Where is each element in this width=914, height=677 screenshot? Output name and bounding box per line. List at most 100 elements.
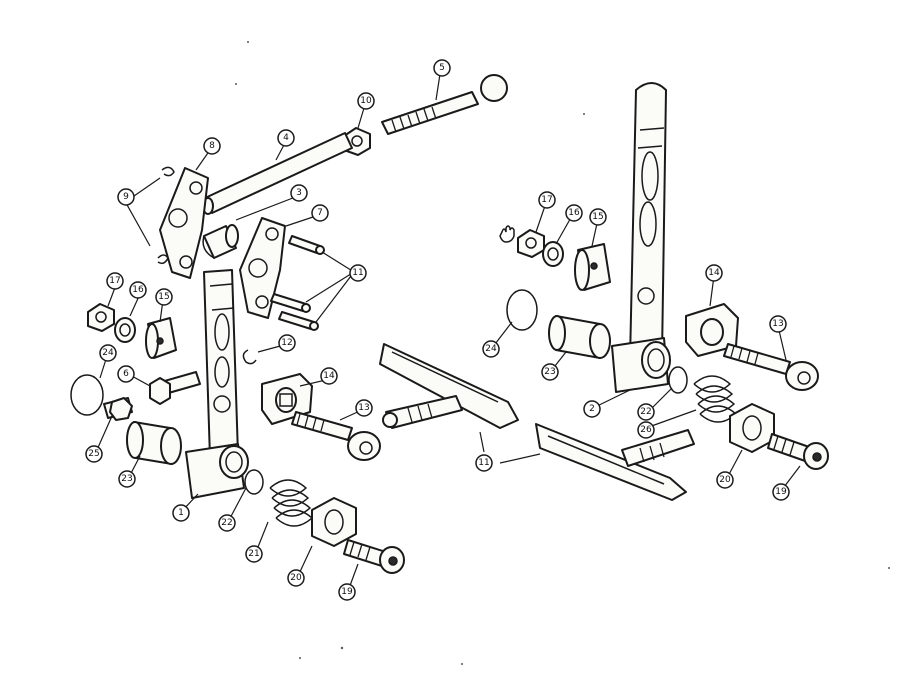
hand-cursor-icon xyxy=(499,225,515,243)
callout-17-right: 17 xyxy=(538,191,556,209)
callout-5: 5 xyxy=(433,59,451,77)
svg-text:6: 6 xyxy=(123,369,129,379)
svg-text:23: 23 xyxy=(544,367,555,377)
callout-3: 3 xyxy=(290,184,308,202)
callout-15-left: 15 xyxy=(155,288,173,306)
callout-14-right: 14 xyxy=(705,264,723,282)
socket-screw-19-left xyxy=(343,539,405,574)
svg-text:8: 8 xyxy=(209,141,215,151)
washer-16-left xyxy=(114,317,136,343)
callout-6: 6 xyxy=(117,365,135,383)
o-ring-24-left xyxy=(70,374,104,416)
callout-2: 2 xyxy=(583,400,601,418)
link-plate-7 xyxy=(239,217,286,319)
svg-text:17: 17 xyxy=(109,276,120,286)
callout-20-left: 20 xyxy=(287,569,305,587)
svg-text:22: 22 xyxy=(640,407,651,417)
svg-text:16: 16 xyxy=(568,208,580,218)
svg-text:11: 11 xyxy=(352,268,363,278)
svg-text:23: 23 xyxy=(121,474,132,484)
svg-text:16: 16 xyxy=(132,285,144,295)
eye-bolt-13-left xyxy=(291,411,381,461)
callout-13-right: 13 xyxy=(769,315,787,333)
svg-text:24: 24 xyxy=(102,348,114,358)
callout-22-left: 22 xyxy=(218,514,236,532)
arm-2 xyxy=(611,82,671,393)
svg-text:17: 17 xyxy=(541,195,552,205)
cam-14-right xyxy=(685,303,739,357)
arm-1 xyxy=(185,269,249,499)
svg-text:24: 24 xyxy=(485,344,497,354)
screw-25 xyxy=(103,397,133,421)
callout-24-right: 24 xyxy=(482,340,500,358)
callout-25: 25 xyxy=(85,445,103,463)
o-ring-24-right xyxy=(506,289,538,331)
svg-text:19: 19 xyxy=(775,487,787,497)
svg-text:11: 11 xyxy=(478,458,489,468)
callout-14-left: 14 xyxy=(320,367,338,385)
svg-text:25: 25 xyxy=(88,449,99,459)
svg-text:19: 19 xyxy=(341,587,353,597)
sleeve-23-left xyxy=(126,421,182,465)
callout-23-left: 23 xyxy=(118,470,136,488)
svg-text:22: 22 xyxy=(221,518,232,528)
block-15-right xyxy=(574,243,611,291)
nut-20-right xyxy=(729,403,775,453)
svg-text:20: 20 xyxy=(290,573,302,583)
callout-24-left: 24 xyxy=(99,344,117,362)
svg-text:15: 15 xyxy=(592,212,603,222)
svg-text:1: 1 xyxy=(178,508,184,518)
nut-17-right xyxy=(517,229,545,258)
nut-17-left xyxy=(87,303,115,332)
callout-1: 1 xyxy=(172,504,190,522)
callout-7: 7 xyxy=(311,204,329,222)
callout-21: 21 xyxy=(245,545,263,563)
svg-text:15: 15 xyxy=(158,292,169,302)
callout-13-left: 13 xyxy=(355,399,373,417)
callout-26: 26 xyxy=(637,421,655,439)
callout-11-left: 11 xyxy=(349,264,367,282)
callout-8: 8 xyxy=(203,137,221,155)
svg-text:20: 20 xyxy=(719,475,731,485)
svg-text:10: 10 xyxy=(360,96,372,106)
svg-text:2: 2 xyxy=(589,404,595,414)
svg-text:9: 9 xyxy=(123,192,129,202)
svg-text:21: 21 xyxy=(248,549,259,559)
svg-text:14: 14 xyxy=(323,371,335,381)
bushing-3 xyxy=(202,224,239,259)
callout-22-right: 22 xyxy=(637,403,655,421)
o-ring-22-right xyxy=(668,366,688,394)
svg-text:13: 13 xyxy=(358,403,369,413)
callout-19-left: 19 xyxy=(338,583,356,601)
o-ring-22-left xyxy=(244,469,264,495)
callout-19-right: 19 xyxy=(772,483,790,501)
washer-16-right xyxy=(542,241,564,267)
coil-spring-21 xyxy=(269,479,314,527)
callout-23-right: 23 xyxy=(541,363,559,381)
svg-text:13: 13 xyxy=(772,319,783,329)
svg-text:7: 7 xyxy=(317,208,323,218)
scan-specks xyxy=(235,41,890,665)
callout-17-left: 17 xyxy=(106,272,124,290)
callout-20-right: 20 xyxy=(716,471,734,489)
callout-9: 9 xyxy=(117,188,135,206)
cam-14-left xyxy=(261,373,313,425)
spring-clip-12 xyxy=(242,349,257,365)
socket-screw-19-right xyxy=(767,433,829,470)
svg-text:14: 14 xyxy=(708,268,720,278)
callout-10: 10 xyxy=(357,92,375,110)
svg-text:5: 5 xyxy=(439,63,445,73)
callout-15-right: 15 xyxy=(589,208,607,226)
bolt-6 xyxy=(149,371,201,405)
coil-spring-26 xyxy=(693,375,738,423)
rod-4 xyxy=(202,132,353,215)
eye-bolt-13-right xyxy=(723,343,819,391)
svg-text:26: 26 xyxy=(640,425,652,435)
callout-4: 4 xyxy=(277,129,295,147)
svg-text:4: 4 xyxy=(283,133,289,143)
callout-16-right: 16 xyxy=(565,204,583,222)
brake-pad-upper xyxy=(379,343,519,429)
brake-pad-lower xyxy=(535,423,695,501)
callout-12: 12 xyxy=(278,334,296,352)
